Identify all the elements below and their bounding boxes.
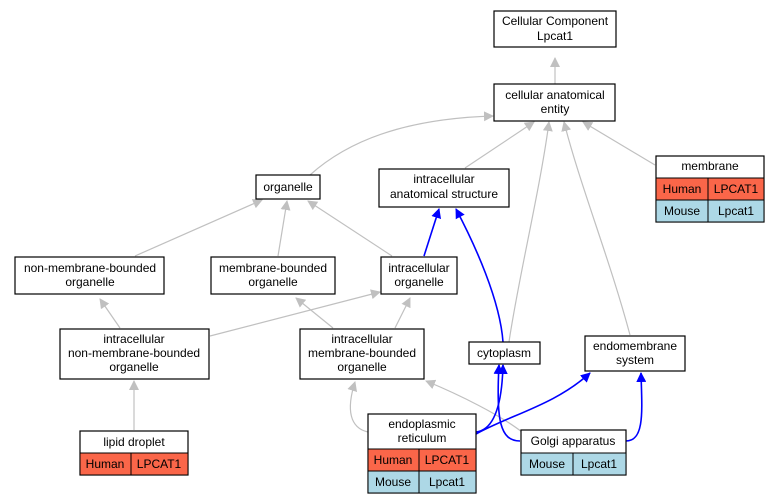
node-organelle[interactable]: organelle (255, 174, 321, 200)
node-label: organelle (337, 360, 387, 374)
edge-golgi-apparatus-to-intracellular-membrane-bounded-organelle (425, 379, 523, 433)
edges-layer (99, 57, 656, 442)
node-label: cellular anatomical (505, 88, 604, 102)
edge-intracellular-membrane-bounded-organelle-to-membrane-bounded-organelle (295, 297, 334, 329)
organism-label: Mouse (664, 204, 700, 218)
node-label: endomembrane (593, 339, 677, 353)
organism-label: Human (86, 457, 125, 471)
edge-golgi-apparatus-to-cytoplasm (493, 364, 521, 442)
edge-membrane-to-cellular-anatomical-entity (582, 121, 656, 166)
edge-cytoplasm-to-intracellular-anatomical-structure (455, 208, 504, 343)
edge-endoplasmic-reticulum-to-intracellular-membrane-bounded-organelle (347, 381, 369, 433)
node-label: intracellular (388, 261, 449, 275)
edge-intracellular-anatomical-structure-to-cellular-anatomical-entity (464, 121, 535, 169)
node-membrane-bounded-organelle[interactable]: membrane-bounded organelle (210, 256, 336, 295)
nodes-layer: Cellular Component Lpcat1 cellular anato… (14, 10, 765, 494)
node-label: organelle (248, 275, 298, 289)
edge-intracellular-non-membrane-bounded-organelle-to-non-membrane-bounded-organelle (99, 298, 121, 329)
edge-intracellular-organelle-to-intracellular-anatomical-structure (423, 208, 442, 257)
node-label: entity (541, 102, 570, 116)
node-label: system (616, 353, 654, 367)
node-label: membrane-bounded (308, 346, 416, 360)
node-label: Golgi apparatus (531, 434, 616, 448)
node-label: lipid droplet (103, 435, 165, 449)
node-label: anatomical structure (390, 187, 498, 201)
node-label: intracellular (331, 332, 392, 346)
node-label: membrane-bounded (219, 261, 327, 275)
node-label: organelle (394, 275, 444, 289)
gene-label: LPCAT1 (714, 182, 759, 196)
edge-golgi-apparatus-to-endomembrane-system (625, 372, 647, 442)
node-label: non-membrane-bounded (68, 346, 200, 360)
node-label: organelle (65, 275, 115, 289)
node-label: endoplasmic (388, 417, 455, 431)
node-cellular-anatomical-entity[interactable]: cellular anatomical entity (493, 83, 616, 122)
node-label: intracellular (103, 332, 164, 346)
gene-cell (418, 470, 477, 494)
node-box (378, 168, 510, 208)
edge-cytoplasm-to-cellular-anatomical-entity (508, 121, 553, 343)
node-label: membrane (681, 159, 739, 173)
node-intracellular-membrane-bounded-organelle[interactable]: intracellular membrane-bounded organelle (299, 328, 425, 380)
node-golgi-apparatus[interactable]: Golgi apparatus Mouse Lpcat1 (520, 429, 627, 476)
organism-label: Mouse (375, 475, 411, 489)
edge-non-membrane-bounded-organelle-to-organelle (134, 199, 263, 257)
node-non-membrane-bounded-organelle[interactable]: non-membrane-bounded organelle (14, 256, 165, 295)
node-intracellular-non-membrane-bounded-organelle[interactable]: intracellular non-membrane-bounded organ… (59, 328, 210, 380)
node-box (493, 10, 617, 48)
node-membrane[interactable]: membrane Human LPCAT1 Mouse Lpcat1 (655, 155, 765, 223)
node-intracellular-anatomical-structure[interactable]: intracellular anatomical structure (378, 168, 510, 208)
node-box (59, 328, 210, 380)
gene-cell (572, 452, 627, 476)
node-box (468, 341, 541, 365)
edge-endoplasmic-reticulum-to-endomembrane-system (475, 372, 591, 435)
gene-label: Lpcat1 (581, 457, 617, 471)
node-label: organelle (109, 360, 159, 374)
edge-intracellular-non-membrane-bounded-organelle-to-intracellular-organelle (209, 289, 381, 337)
node-label: Cellular Component (502, 14, 609, 28)
node-box (493, 83, 616, 122)
edge-intracellular-membrane-bounded-organelle-to-intracellular-organelle (394, 297, 411, 329)
node-box (380, 256, 458, 295)
edge-membrane-bounded-organelle-to-organelle (277, 200, 291, 257)
node-label: Lpcat1 (537, 29, 573, 43)
node-label: reticulum (398, 431, 447, 445)
node-lipid-droplet[interactable]: lipid droplet Human LPCAT1 (79, 430, 189, 476)
organism-label: Human (374, 453, 413, 467)
node-box (14, 256, 165, 295)
node-endomembrane-system[interactable]: endomembrane system (584, 335, 686, 372)
node-label: organelle (263, 180, 313, 194)
gene-cell (707, 199, 765, 223)
organism-label: Mouse (529, 457, 565, 471)
node-intracellular-organelle[interactable]: intracellular organelle (380, 256, 458, 295)
node-cytoplasm[interactable]: cytoplasm (468, 341, 541, 365)
node-endoplasmic-reticulum[interactable]: endoplasmic reticulum Human LPCAT1 Mouse… (367, 413, 477, 494)
node-box (255, 174, 321, 200)
organism-label: Human (663, 182, 702, 196)
node-box (584, 335, 686, 372)
node-label: non-membrane-bounded (24, 261, 156, 275)
edge-intracellular-organelle-to-organelle (307, 200, 393, 257)
edge-organelle-to-cellular-anatomical-entity (309, 111, 494, 176)
node-label: intracellular (413, 172, 474, 186)
gene-label: Lpcat1 (718, 204, 754, 218)
gene-cell (130, 452, 189, 476)
node-label: cytoplasm (477, 346, 531, 360)
node-box (210, 256, 336, 295)
gene-label: Lpcat1 (429, 475, 465, 489)
gene-label: LPCAT1 (137, 457, 182, 471)
node-box (299, 328, 425, 380)
gene-label: LPCAT1 (425, 453, 470, 467)
edge-endomembrane-system-to-cellular-anatomical-entity (561, 121, 631, 336)
node-cellular-component[interactable]: Cellular Component Lpcat1 (493, 10, 617, 48)
